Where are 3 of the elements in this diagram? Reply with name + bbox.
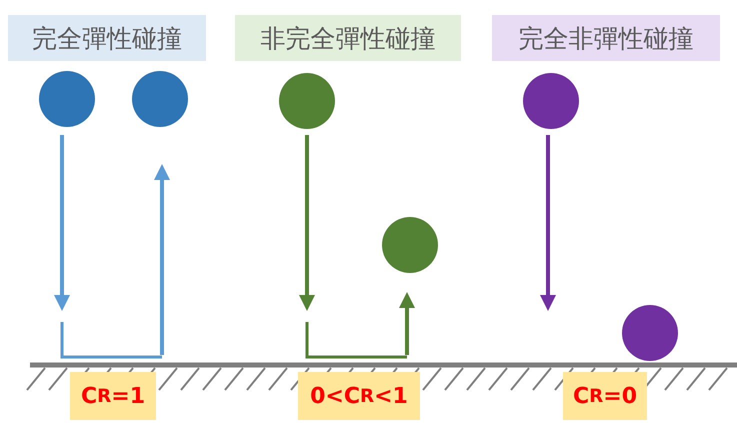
heading-label: 完全彈性碰撞 xyxy=(8,15,206,61)
heading-label: 完全非彈性碰撞 xyxy=(492,15,720,61)
heading-label: 非完全彈性碰撞 xyxy=(235,15,461,61)
